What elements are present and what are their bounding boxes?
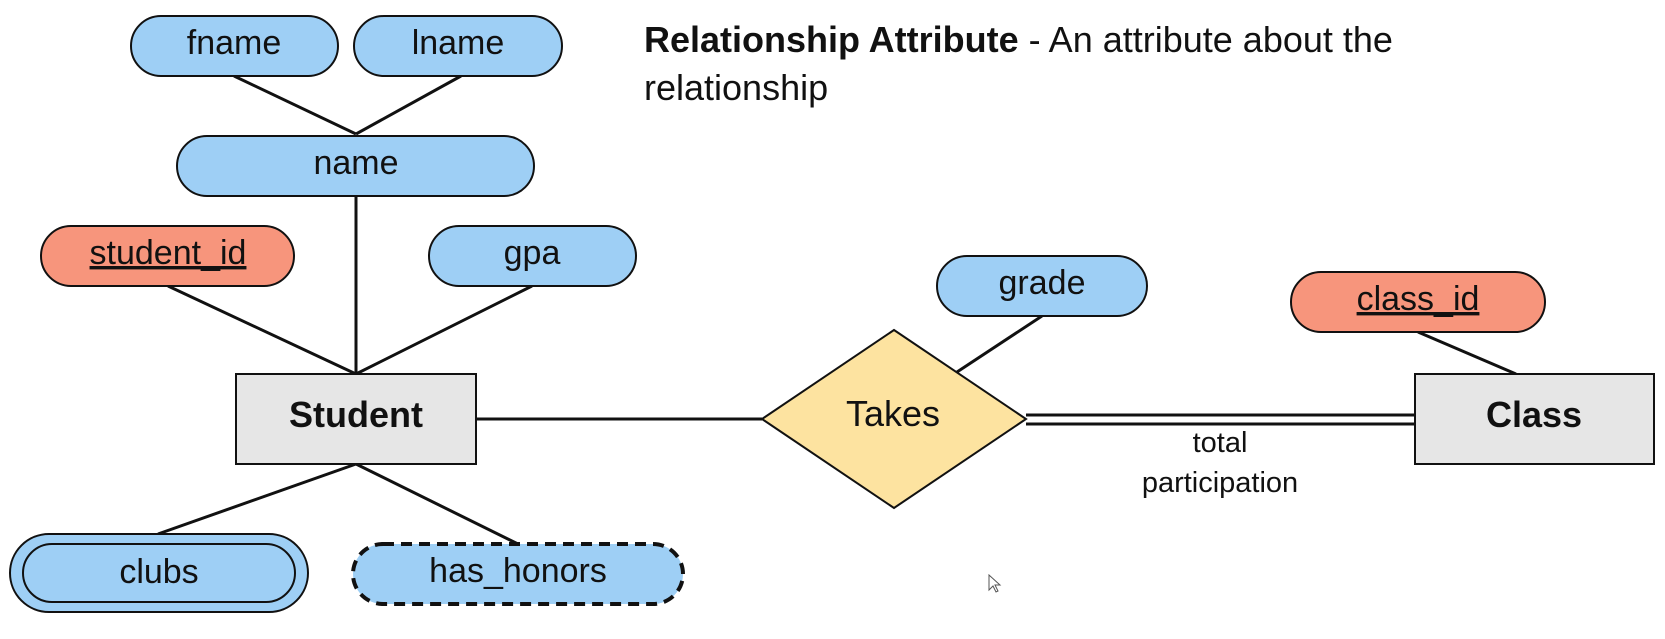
entity-class-label: Class (1486, 394, 1582, 435)
attribute-clubs-label: clubs (119, 553, 198, 591)
connector-grade-takes (956, 314, 1043, 374)
attribute-grade-label: grade (999, 264, 1086, 302)
attribute-has-honors-label: has_honors (429, 552, 607, 590)
connector-studentid-student (167, 284, 357, 376)
attribute-grade: grade (936, 255, 1148, 317)
mouse-pointer-icon (988, 574, 1002, 593)
attribute-class-id-key: class_id (1290, 271, 1546, 333)
attribute-student-id-key: student_id (40, 225, 295, 287)
connector-student-clubs (157, 462, 357, 536)
attribute-clubs-multivalued: clubs (9, 533, 309, 613)
attribute-fname: fname (130, 15, 339, 77)
entity-class: Class (1414, 373, 1655, 465)
attribute-fname-label: fname (187, 24, 282, 62)
attribute-class-id-label: class_id (1357, 280, 1480, 318)
attribute-lname: lname (353, 15, 563, 77)
connector-lname-name (355, 74, 462, 136)
annotation-total: total (1193, 427, 1248, 459)
attribute-student-id-label: student_id (90, 234, 247, 272)
annotation-participation: participation (1142, 467, 1298, 499)
connector-student-hashonors (355, 462, 519, 546)
attribute-name: name (176, 135, 535, 197)
attribute-gpa: gpa (428, 225, 637, 287)
attribute-name-label: name (313, 144, 398, 182)
entity-student: Student (235, 373, 477, 465)
relationship-takes: Takes (760, 328, 1028, 510)
slide-title-bold: Relationship Attribute (644, 19, 1019, 60)
slide-title: Relationship Attribute - An attribute ab… (644, 16, 1404, 112)
attribute-has-honors-derived: has_honors (351, 542, 685, 606)
slide-title-rest: - An attribute about the relationship (644, 19, 1393, 108)
connectors (157, 74, 1517, 546)
attribute-lname-label: lname (412, 24, 505, 62)
connector-classid-class (1417, 330, 1517, 376)
connector-fname-name (233, 74, 357, 136)
entity-student-label: Student (289, 394, 423, 435)
attribute-gpa-label: gpa (504, 234, 561, 272)
connector-gpa-student (355, 284, 533, 376)
relationship-takes-label: Takes (846, 393, 940, 434)
